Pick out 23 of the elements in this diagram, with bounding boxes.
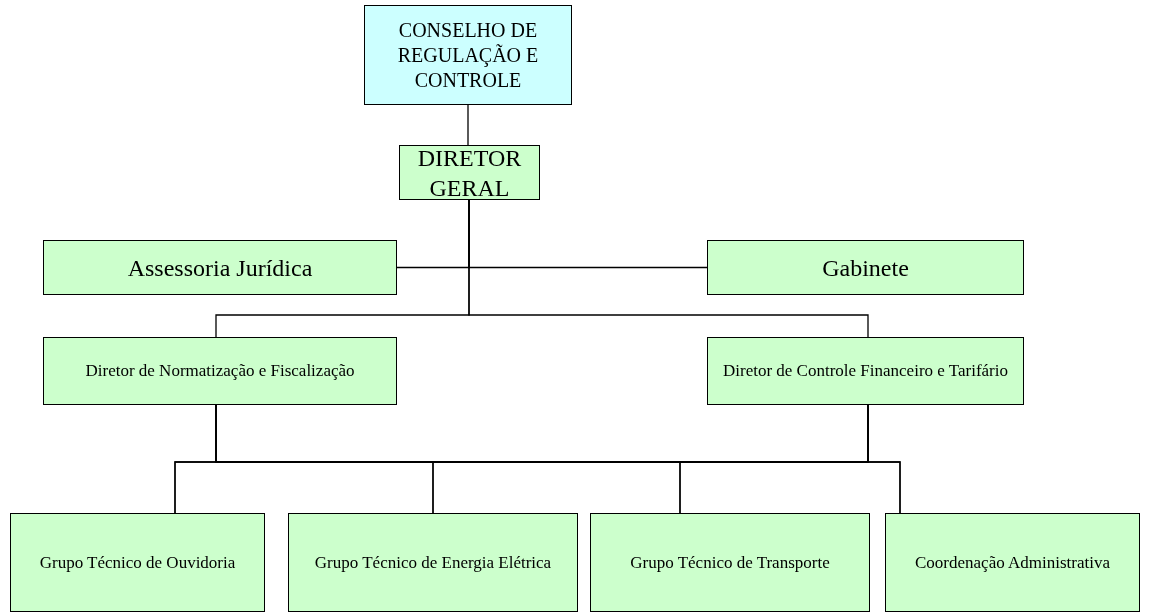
org-box bbox=[10, 513, 265, 612]
connector-line bbox=[468, 199, 869, 338]
org-box bbox=[885, 513, 1140, 612]
box-label: Assessoria Jurídica bbox=[127, 253, 313, 283]
org-box bbox=[707, 337, 1024, 405]
box-label: Grupo Técnico de Ouvidoria bbox=[39, 551, 236, 574]
box-label: CONSELHO DE REGULAÇÃO E CONTROLE bbox=[396, 17, 540, 93]
connector-line bbox=[867, 404, 901, 514]
org-box bbox=[590, 513, 870, 612]
box-label: DIRETOR GERAL bbox=[416, 143, 523, 203]
box-label: Gabinete bbox=[822, 253, 909, 283]
box-label: Diretor de Controle Financeiro e Tarifário bbox=[722, 360, 1008, 382]
org-box bbox=[43, 337, 397, 405]
box-label: Grupo Técnico de Energia Elétrica bbox=[314, 551, 552, 574]
connector-line bbox=[467, 104, 469, 146]
org-box bbox=[43, 240, 397, 295]
org-box bbox=[707, 240, 1024, 295]
box-label: Coordenação Administrativa bbox=[915, 551, 1110, 574]
org-box bbox=[399, 145, 540, 200]
org-box bbox=[364, 5, 572, 105]
box-label: Diretor de Normatização e Fiscalização bbox=[85, 360, 355, 382]
box-label: Grupo Técnico de Transporte bbox=[630, 551, 830, 574]
org-box bbox=[288, 513, 578, 612]
